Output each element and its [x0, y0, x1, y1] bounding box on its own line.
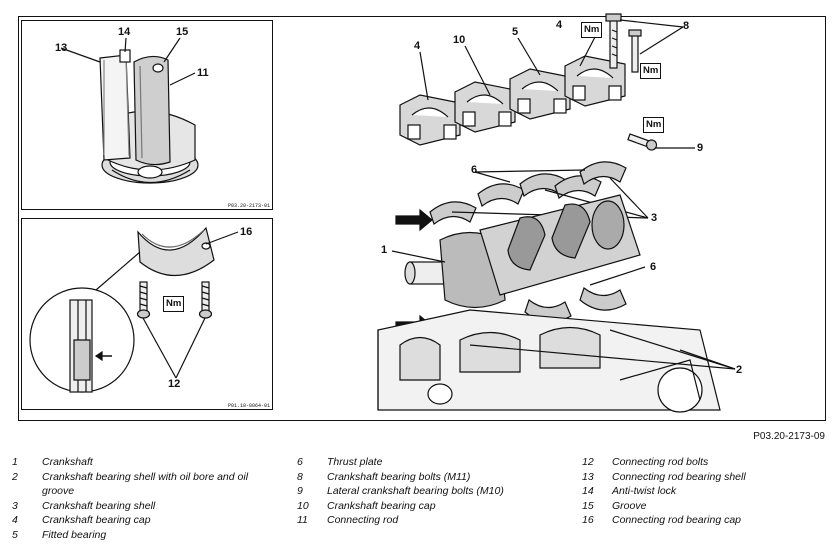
engine-block [377, 309, 721, 413]
callout-1: 1 [381, 244, 388, 256]
diagram-frame [18, 16, 826, 421]
inset-ref-1: P03.20-2173-01 [228, 203, 271, 209]
inset-ref-2: P01.10-0064-01 [228, 403, 271, 409]
callout-6-top: 6 [471, 164, 478, 176]
bearing-caps-row [399, 55, 626, 146]
callout-9: 9 [697, 142, 704, 154]
callout-15: 15 [176, 26, 189, 38]
callout-3: 3 [651, 212, 658, 224]
torque-label-4: Nm [163, 296, 185, 312]
callout-4-left: 4 [414, 40, 421, 52]
callout-11: 11 [197, 67, 209, 79]
callout-13: 13 [55, 42, 68, 54]
torque-label-3: Nm [643, 117, 665, 133]
inset-connecting-rod-frame [21, 20, 273, 210]
figure-reference: P03.20-2173-09 [753, 431, 825, 442]
torque-label-2: Nm [640, 63, 662, 79]
callout-4-right: 4 [556, 19, 563, 31]
upper-bearing-shells [429, 161, 627, 225]
rod-bolt-right [198, 281, 213, 319]
callout-10: 10 [453, 34, 466, 46]
callout-6-bottom: 6 [650, 261, 657, 273]
callout-16: 16 [240, 226, 253, 238]
rod-cap-drawing [29, 226, 215, 393]
callout-12: 12 [168, 378, 181, 390]
callout-5: 5 [512, 26, 519, 38]
crankshaft [404, 194, 641, 309]
callout-2: 2 [736, 364, 743, 376]
rod-bolt-left [136, 281, 151, 319]
callout-8: 8 [683, 20, 690, 32]
bearing-bolts [605, 13, 658, 151]
inset-rod-cap-frame [21, 218, 273, 410]
torque-label-1: Nm [581, 22, 603, 38]
connecting-rod-drawing [99, 49, 199, 184]
callout-14: 14 [118, 26, 131, 38]
